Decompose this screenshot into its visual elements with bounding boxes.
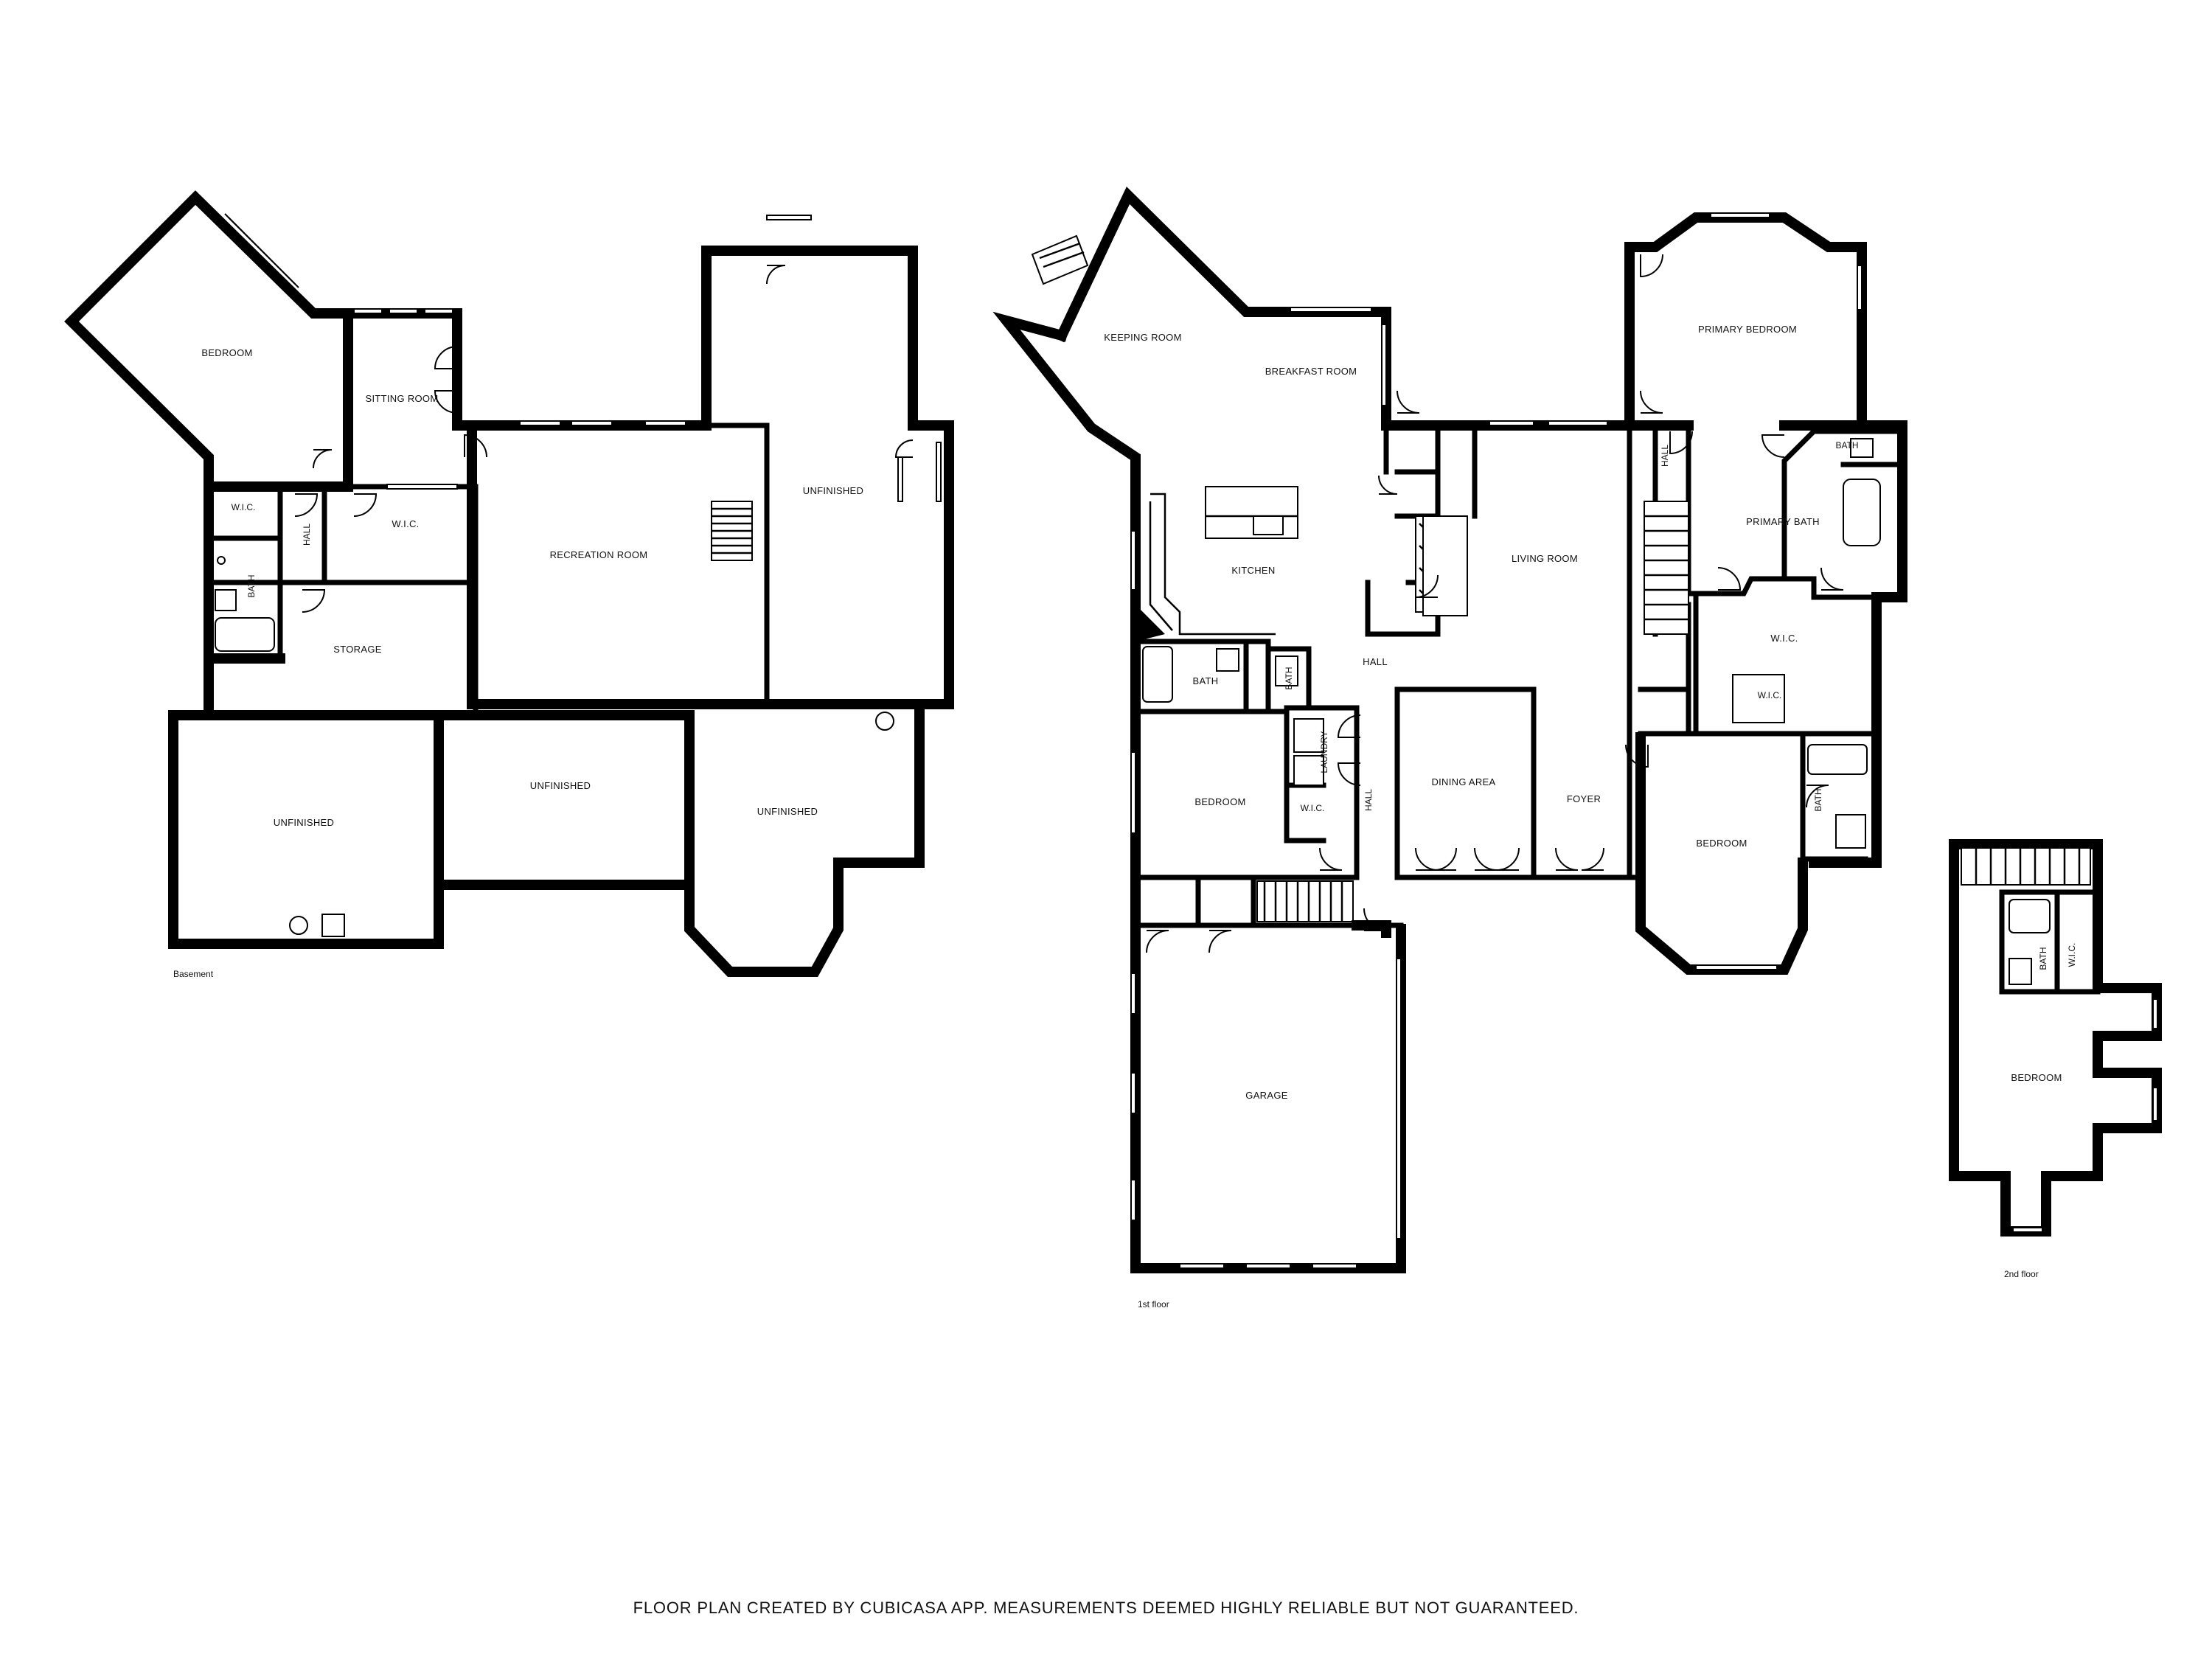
dining-area-label: DINING AREA [1431,776,1495,787]
primary-wc-bath-label: BATH [1835,440,1858,451]
first-floor-bath-label: BATH [1193,675,1219,686]
basement-wic-label: W.I.C. [392,518,419,529]
keeping-room-label: KEEPING ROOM [1104,332,1181,343]
primary-bath-label: PRIMARY BATH [1746,516,1820,527]
basement-bedroom-label: BEDROOM [201,347,252,358]
basement-bedroom-walls [64,190,353,492]
wic-inner-label: W.I.C. [1758,690,1782,700]
basement-wic-small-label: W.I.C. [232,502,256,512]
bedroom-east-label: BEDROOM [1696,838,1747,849]
foyer-label: FOYER [1567,793,1601,804]
bedroom-east-walls [1635,732,1808,975]
first-floor-bath-small-label: BATH [1284,667,1294,689]
basement-storage-label: STORAGE [333,644,381,655]
basement-recreation-room-walls [467,246,954,709]
basement-floor-title: Basement [173,969,214,979]
second-floor-title: 2nd floor [2004,1269,2039,1279]
second-floor-bath-label: BATH [2038,947,2048,970]
primary-bedroom-label: PRIMARY BEDROOM [1698,324,1797,335]
first-floor-wic-label: W.I.C. [1301,803,1325,813]
footer-disclaimer: FLOOR PLAN CREATED BY CUBICASA APP. MEAS… [633,1599,1579,1617]
basement-sitting-room-label: SITTING ROOM [366,393,439,404]
breakfast-room-label: BREAKFAST ROOM [1265,366,1357,377]
living-room-label: LIVING ROOM [1512,553,1578,564]
primary-bedroom-walls [1624,212,1867,431]
second-floor-walls [1949,839,2162,1237]
basement-bath-label: BATH [246,574,257,597]
basement-unfinished-sw-label: UNFINISHED [274,817,334,828]
first-floor-hall-label: HALL [1363,656,1388,667]
wic-large-label: W.I.C. [1770,633,1798,644]
basement-recreation-room-label: RECREATION ROOM [550,549,648,560]
first-floor-plan: KEEPING ROOM BREAKFAST ROOM KITCHEN BATH… [992,187,1907,1310]
laundry-label: LAUNDRY [1319,731,1329,773]
kitchen-label: KITCHEN [1231,565,1275,576]
second-floor-bedroom-label: BEDROOM [2011,1072,2062,1083]
basement-plan: BEDROOM SITTING ROOM W.I.C. HALL W.I.C. … [64,190,954,979]
basement-unfinished-sw-walls [168,710,444,949]
first-floor-bedroom-label: BEDROOM [1194,796,1245,807]
first-floor-title: 1st floor [1138,1299,1169,1310]
basement-unfinished-s-label: UNFINISHED [530,780,591,791]
basement-unfinished-se-label: UNFINISHED [757,806,818,817]
basement-unfinished-ne-label: UNFINISHED [803,485,863,496]
hall-small-label: HALL [1660,445,1670,467]
second-floor-wic-label: W.I.C. [2067,943,2077,967]
bath-east-label: BATH [1813,788,1823,811]
first-floor-hall-vertical-label: HALL [1363,789,1374,811]
garage-label: GARAGE [1245,1090,1287,1101]
basement-hall-label: HALL [302,524,312,546]
second-floor-plan: BATH W.I.C. BEDROOM 2nd floor [1949,839,2162,1279]
